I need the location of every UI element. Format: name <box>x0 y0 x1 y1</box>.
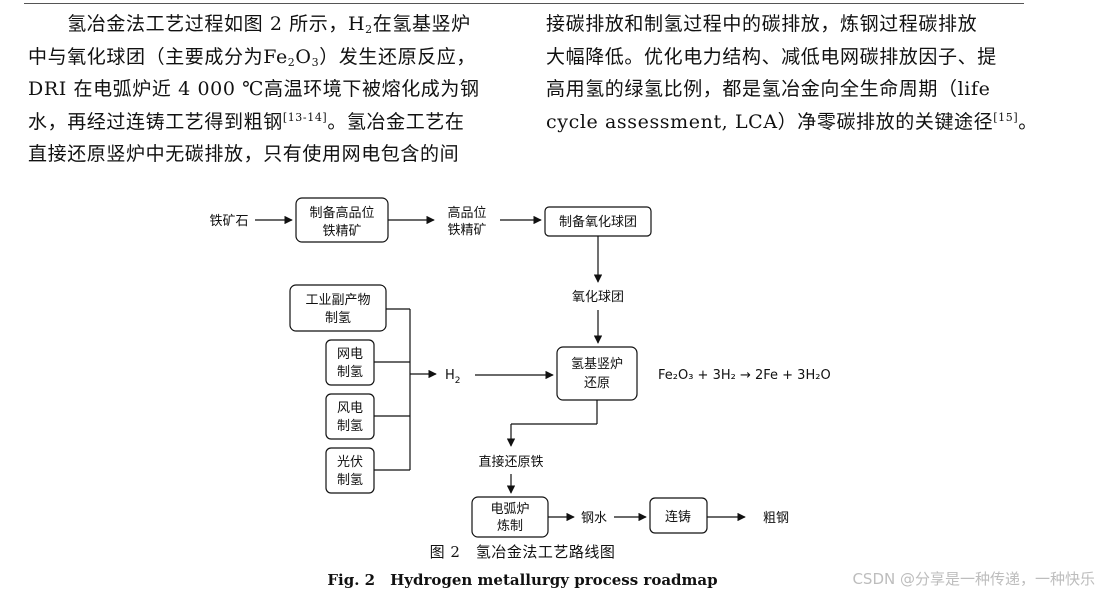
box-grid-h2-line1: 网电 <box>337 347 363 362</box>
box-wind-h2-line1: 风电 <box>337 401 363 416</box>
body-text-right-column: 接碳排放和制氢过程中的碳排放，炼钢过程碳排放 大幅降低。优化电力结构、减低电网碳… <box>546 8 1038 138</box>
box-industrial-byproduct-h2 <box>289 284 387 332</box>
text-line: 大幅降低。优化电力结构、减低电网碳排放因子、提 <box>546 45 997 68</box>
text-line: 接碳排放和制氢过程中的碳排放，炼钢过程碳排放 <box>546 13 978 35</box>
box-hydrogen-shaft-furnace <box>556 346 638 401</box>
box-continuous-casting <box>649 497 708 534</box>
box-wind-h2-line2: 制氢 <box>337 419 363 434</box>
figure-caption-en: Fig. 2 Hydrogen metallurgy process roadm… <box>327 571 718 589</box>
label-high-grade-1: 高品位 <box>447 205 486 221</box>
body-text-left-column: 氢冶金法工艺过程如图 2 所示，H2在氢基竖炉 中与氧化球团（主要成分为Fe2O… <box>28 8 506 171</box>
label-crude-steel: 粗钢 <box>763 511 789 526</box>
label-h2: H2 <box>445 368 461 386</box>
citation-ref[interactable]: [15] <box>993 110 1019 124</box>
box-eaf-line1: 电弧炉 <box>490 502 529 517</box>
box-shaft-furnace-line2: 还原 <box>584 376 610 391</box>
text-line: 高用氢的绿氢比例，都是氢冶金向全生命周期（life <box>546 78 991 100</box>
label-dri: 直接还原铁 <box>478 454 543 470</box>
reaction-equation: Fe₂O₃ + 3H₂ → 2Fe + 3H₂O <box>658 368 831 383</box>
box-pv-h2-line1: 光伏 <box>337 455 363 470</box>
label-oxidized-pellet: 氧化球团 <box>572 290 624 305</box>
box-prepare-concentrate-line1: 制备高品位 <box>309 205 374 221</box>
box-pv-h2-line2: 制氢 <box>337 473 363 488</box>
box-industrial-h2-line1: 工业副产物 <box>305 293 370 308</box>
watermark: CSDN @分享是一种传递，一种快乐 <box>852 570 1095 588</box>
text-line: 水，再经过连铸工艺得到粗钢[13-14]。氢冶金工艺在 <box>28 110 465 133</box>
label-high-grade-2: 铁精矿 <box>447 223 486 238</box>
box-shaft-furnace-line1: 氢基竖炉 <box>571 357 623 372</box>
text-line: 直接还原竖炉中无碳排放，只有使用网电包含的间 <box>28 143 460 165</box>
box-industrial-h2-line2: 制氢 <box>325 311 351 326</box>
box-casting-label: 连铸 <box>665 509 691 525</box>
label-iron-ore: 铁矿石 <box>209 214 248 229</box>
text-line: 中与氧化球团（主要成分为Fe2O3）发生还原反应， <box>28 45 477 69</box>
top-rule <box>24 3 1024 4</box>
box-grid-h2-line2: 制氢 <box>337 365 363 380</box>
text-line: 氢冶金法工艺过程如图 2 所示，H2在氢基竖炉 <box>28 13 471 36</box>
box-prepare-concentrate-line2: 铁精矿 <box>322 224 361 239</box>
figure-caption-cn: 图 2 氢冶金法工艺路线图 <box>429 543 616 561</box>
box-eaf-line2: 炼制 <box>497 519 523 534</box>
box-prepare-pellet-label: 制备氧化球团 <box>559 214 637 230</box>
citation-ref[interactable]: [13-14] <box>282 110 328 124</box>
text-line: DRI 在电弧炉近 4 000 ℃高温环境下被熔化成为钢 <box>28 78 480 100</box>
text-line: cycle assessment, LCA）净零碳排放的关键途径[15]。 <box>546 110 1038 133</box>
label-molten-steel: 钢水 <box>581 511 607 526</box>
